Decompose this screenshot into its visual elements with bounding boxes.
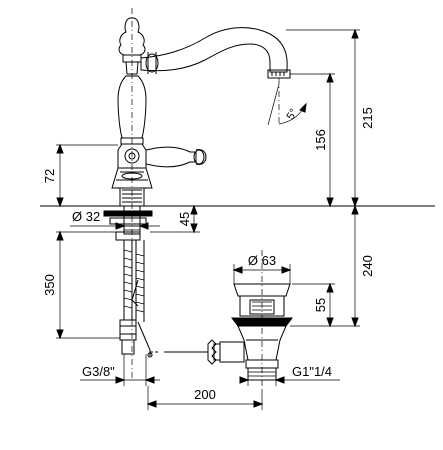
dim-g114-label: G1"1/4 <box>292 364 332 379</box>
spout <box>140 27 288 73</box>
dim-5deg-label: 5° <box>285 107 301 122</box>
dim-240-label: 240 <box>360 255 375 277</box>
mounting-assembly <box>103 187 153 358</box>
dimension-lines <box>56 28 360 410</box>
dim-55-label: 55 <box>313 298 328 312</box>
pop-up-waste <box>150 283 293 381</box>
dim-200-label: 200 <box>194 387 216 402</box>
dim-45-label: 45 <box>177 212 192 226</box>
dim-g38-label: G3/8" <box>82 364 115 379</box>
dim-d32-label: Ø 32 <box>72 209 100 224</box>
base-escutcheon <box>111 167 153 189</box>
faucet-body <box>111 17 291 189</box>
dim-156-label: 156 <box>313 129 328 151</box>
dim-d63-label: Ø 63 <box>248 253 276 268</box>
dim-72-label: 72 <box>42 169 57 183</box>
dim-215-label: 215 <box>360 107 375 129</box>
lever-handle <box>145 146 197 168</box>
dim-350-label: 350 <box>42 274 57 296</box>
